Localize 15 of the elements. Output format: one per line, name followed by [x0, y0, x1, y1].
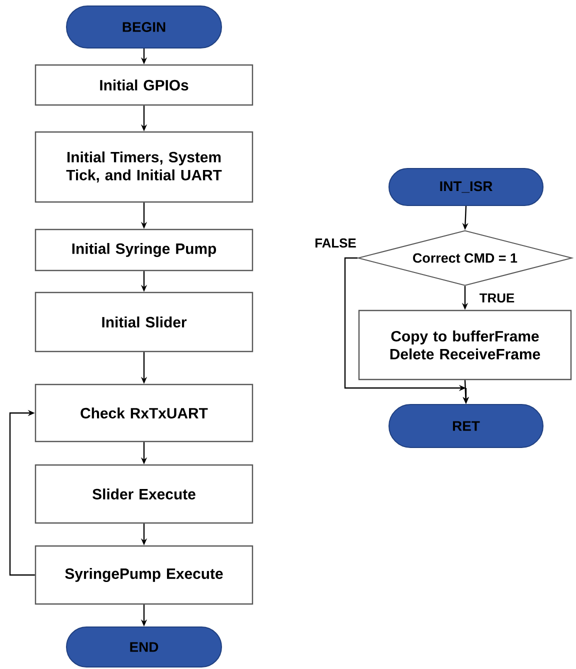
terminal-pill: RET: [388, 404, 544, 448]
process-box: Initial Syringe Pump: [34, 228, 254, 272]
edge-label: TRUE: [480, 294, 514, 303]
process-box: Copy to bufferFrame Delete ReceiveFrame: [358, 310, 572, 380]
process-box: Initial GPIOs: [34, 64, 254, 106]
edge-label: FALSE: [315, 238, 356, 248]
process-box: Slider Execute: [34, 464, 254, 524]
process-box: Initial Timers, System Tick, and Initial UART: [34, 131, 254, 203]
process-box: Check RxTxUART: [34, 384, 254, 442]
process-box: SyringePump Execute: [34, 545, 254, 605]
arrow: [9, 410, 35, 576]
process-box: Initial Slider: [34, 292, 254, 352]
terminal-pill: INT_ISR: [388, 168, 544, 206]
terminal-pill: END: [66, 626, 222, 668]
terminal-pill: BEGIN: [66, 6, 222, 48]
